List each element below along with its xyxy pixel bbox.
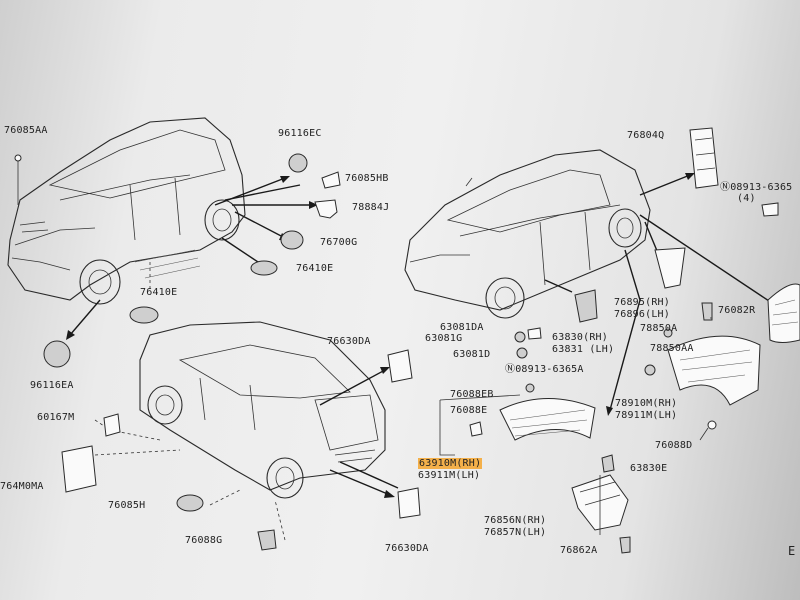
clip-76088d-icon <box>707 420 717 430</box>
part-label-63081d: 63081D <box>453 349 491 360</box>
part-label-764m0ma: 764M0MA <box>0 481 44 492</box>
grommet-96116ec-icon <box>288 153 308 173</box>
part-label-76857n: 76857N(LH) <box>484 527 547 538</box>
pad-60167m-icon <box>103 413 121 437</box>
clip-78850aa-icon <box>644 364 656 376</box>
part-label-76895-rh: 76895(RH) <box>614 297 670 308</box>
part-label-76630da: 76630DA <box>327 336 371 347</box>
part-label-76700g: 76700G <box>320 237 358 248</box>
clip-76088e-icon <box>469 421 483 437</box>
panel-764m0ma-icon <box>61 445 97 493</box>
mudguard-63830-icon <box>574 289 598 323</box>
part-label-63910m-highlighted: 63910M(RH) <box>418 458 483 469</box>
part-label-76410e-b: 76410E <box>140 287 178 298</box>
garnish-76804q-icon <box>689 127 719 189</box>
part-label-76862a: 76862A <box>560 545 598 556</box>
plug-76410e-icon <box>250 260 278 276</box>
part-label-76088e: 76088E <box>450 405 488 416</box>
car-right-view <box>404 149 651 319</box>
part-label-78850a: 78850A <box>640 323 678 334</box>
part-label-78911m: 78911M(LH) <box>615 410 678 421</box>
section-letter: E <box>788 544 796 558</box>
clip-63081da-icon <box>527 327 542 340</box>
fender-protector-78910m-icon <box>667 335 761 406</box>
part-label-78850aa: 78850AA <box>650 343 694 354</box>
clip-76088g-icon <box>257 529 277 551</box>
part-label-63830e: 63830E <box>630 463 668 474</box>
part-label-78910m: 78910M(RH) <box>615 398 678 409</box>
highlight-marker: 63910M(RH) <box>418 458 483 469</box>
part-label-96116ec: 96116EC <box>278 128 322 139</box>
panel-76630da-icon <box>387 349 413 383</box>
part-label-76630da-b: 76630DA <box>385 543 429 554</box>
part-label-63081da: 63081DA <box>440 322 484 333</box>
part-label-63081g: 63081G <box>425 333 463 344</box>
plug-76410e-b-icon <box>129 306 159 324</box>
mudguard-76895-icon <box>654 247 686 289</box>
car-front-left-view <box>7 117 246 305</box>
part-label-63911m: 63911M(LH) <box>418 470 481 481</box>
clip-76862a-icon <box>619 536 631 554</box>
fender-liner-63910m-icon <box>499 397 596 441</box>
clip-63081d-icon <box>516 347 528 359</box>
part-label-63831-lh: 63831 (LH) <box>552 344 615 355</box>
part-label-63830-rh: 63830(RH) <box>552 332 608 343</box>
fender-liner-right-icon <box>767 283 800 343</box>
clip-63081g-icon <box>514 331 526 343</box>
part-label-76896-lh: 76896(LH) <box>614 309 670 320</box>
clip-76088eb-icon <box>525 383 535 393</box>
plug-76700g-icon <box>280 230 304 250</box>
clip-78850a-icon <box>663 328 673 338</box>
part-label-76085aa: 76085AA <box>4 125 48 136</box>
part-label-60167m: 60167M <box>37 412 75 423</box>
clip-76085hb-icon <box>321 171 341 189</box>
part-label-76085h: 76085H <box>108 500 146 511</box>
grommet-96116ea-icon <box>43 340 71 368</box>
part-label-n08913-6365a: Ⓝ08913-6365A <box>505 364 584 375</box>
part-label-76804q: 76804Q <box>627 130 665 141</box>
part-label-76088g: 76088G <box>185 535 223 546</box>
clip-08913-icon <box>761 202 779 217</box>
panel-76630da-b-icon <box>397 487 421 519</box>
clip-78884j-icon <box>314 199 338 219</box>
car-rear-view <box>139 321 386 499</box>
part-label-76085hb: 76085HB <box>345 173 389 184</box>
part-label-76082r: 76082R <box>718 305 756 316</box>
part-label-76410e: 76410E <box>296 263 334 274</box>
clip-63830e-icon <box>601 454 615 473</box>
part-label-n08913-qty: (4) <box>737 193 756 204</box>
part-label-96116ea: 96116EA <box>30 380 74 391</box>
plug-76085h-icon <box>176 494 204 512</box>
clip-76082r-icon <box>701 302 713 321</box>
part-label-n08913-6365: Ⓝ08913-6365 <box>720 182 793 193</box>
part-label-76856n: 76856N(RH) <box>484 515 547 526</box>
part-label-76088eb: 76088EB <box>450 389 494 400</box>
part-label-78884j: 78884J <box>352 202 390 213</box>
part-label-76088d: 76088D <box>655 440 693 451</box>
